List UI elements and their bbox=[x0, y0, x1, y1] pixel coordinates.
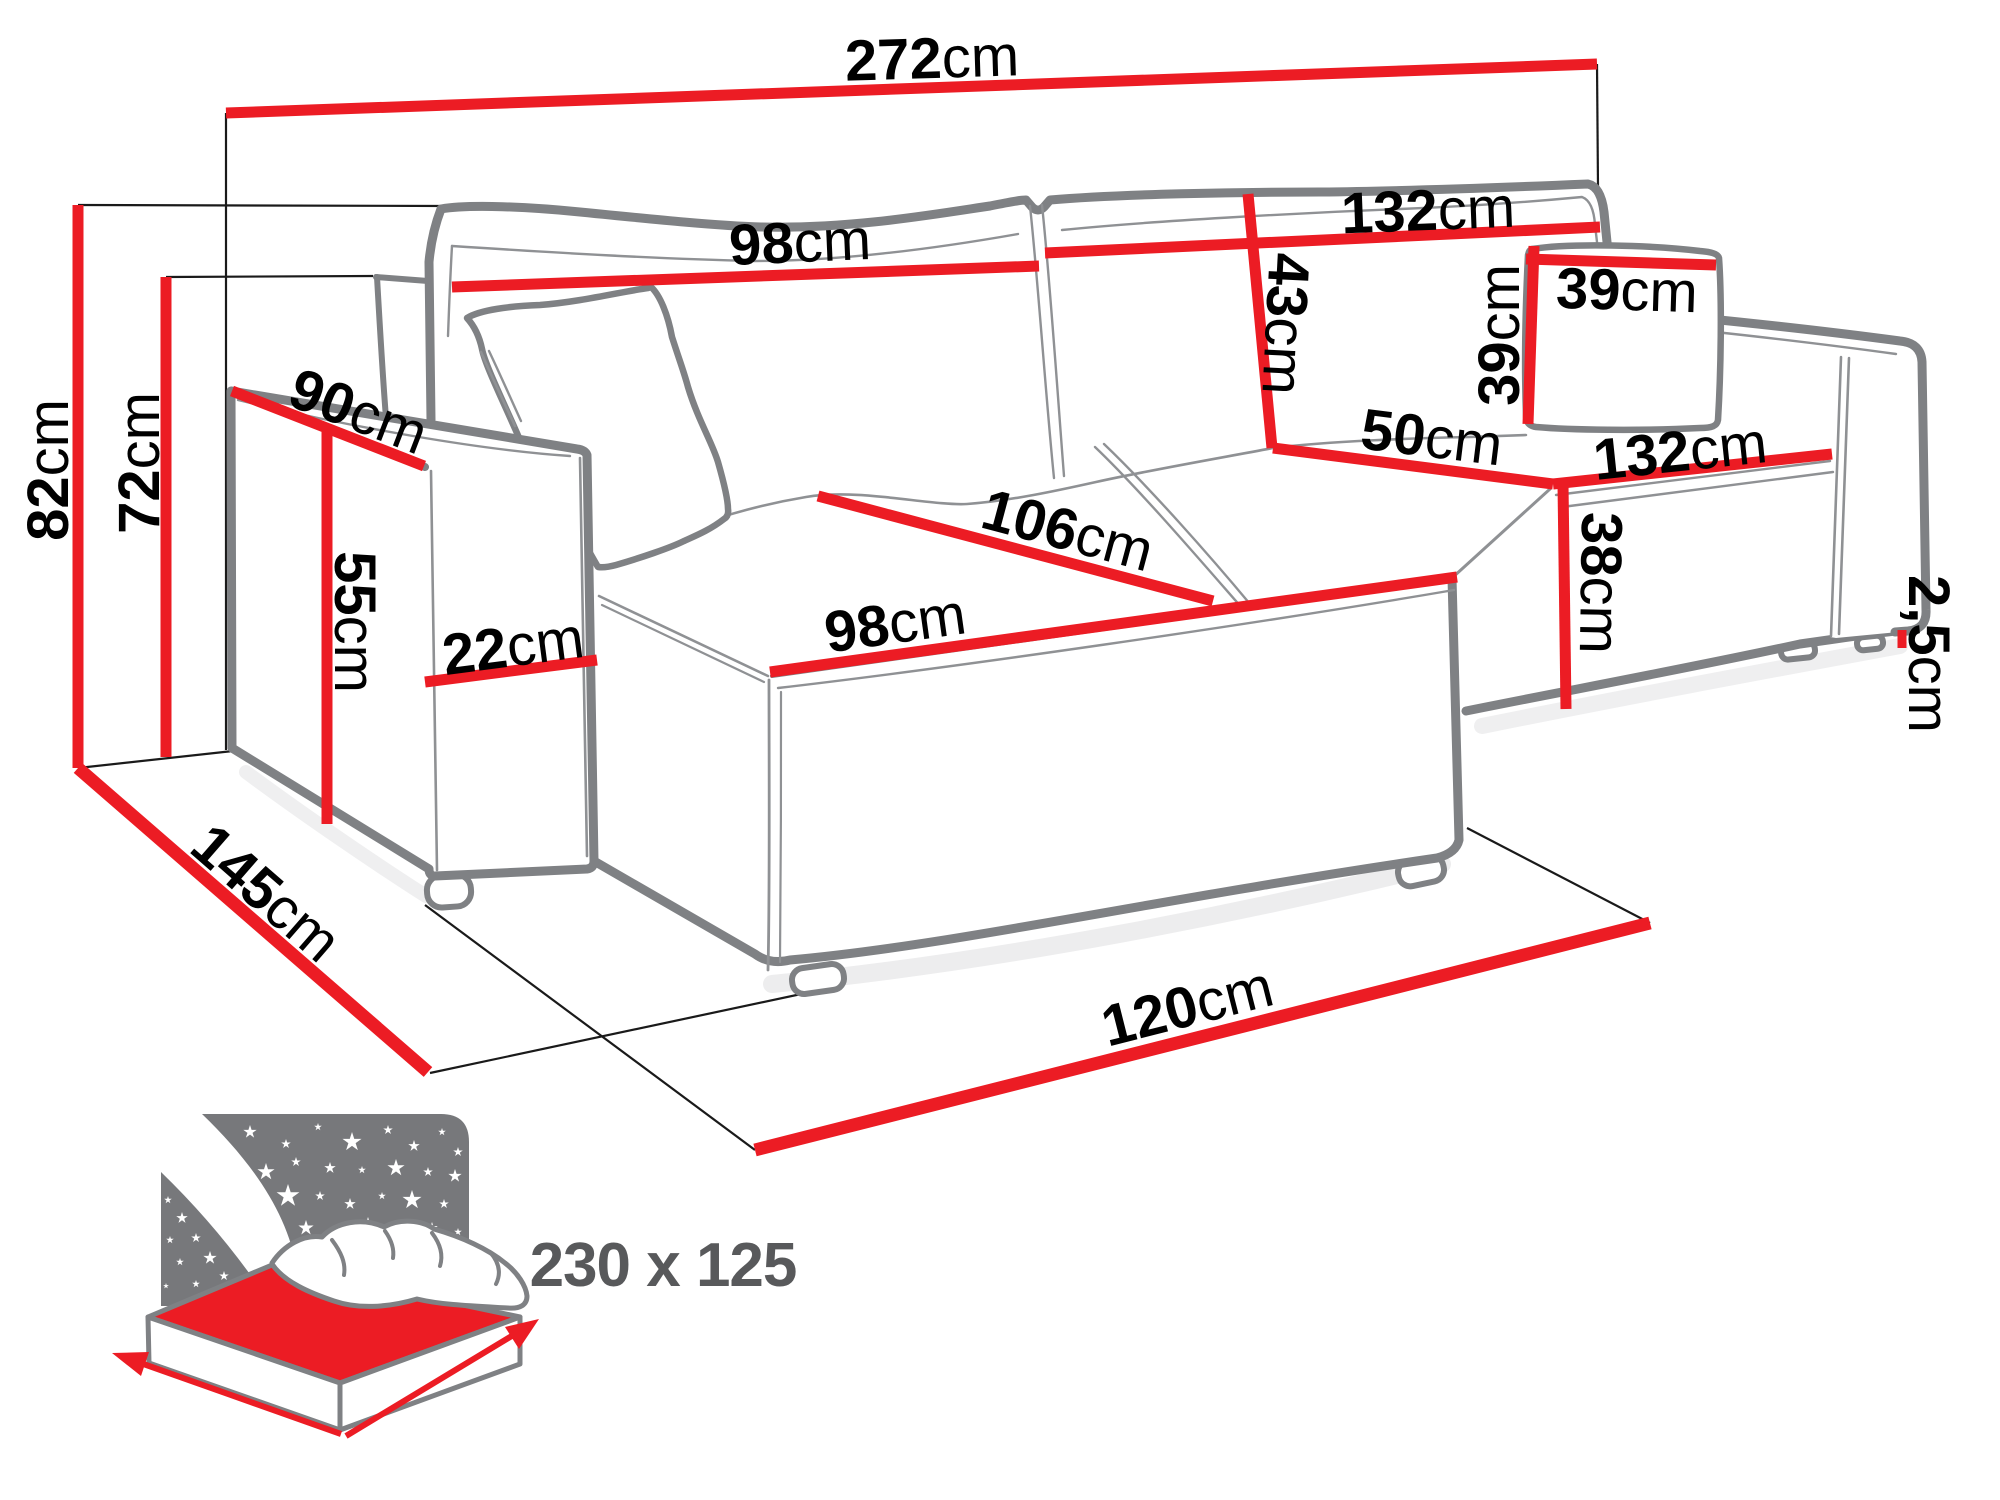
svg-text:2,5cm: 2,5cm bbox=[1896, 575, 1961, 733]
svg-text:82cm: 82cm bbox=[16, 399, 81, 541]
svg-text:39cm: 39cm bbox=[1555, 256, 1699, 325]
svg-text:132cm: 132cm bbox=[1340, 175, 1516, 247]
svg-text:38cm: 38cm bbox=[1567, 511, 1634, 654]
svg-text:39cm: 39cm bbox=[1467, 264, 1532, 406]
svg-text:55cm: 55cm bbox=[322, 551, 387, 693]
svg-text:50cm: 50cm bbox=[1357, 397, 1506, 479]
svg-text:22cm: 22cm bbox=[439, 605, 588, 688]
svg-text:98cm: 98cm bbox=[728, 207, 873, 278]
svg-text:72cm: 72cm bbox=[107, 392, 172, 534]
svg-text:132cm: 132cm bbox=[1590, 410, 1770, 493]
svg-text:98cm: 98cm bbox=[820, 581, 970, 665]
svg-text:43cm: 43cm bbox=[1249, 251, 1321, 396]
svg-text:272cm: 272cm bbox=[844, 23, 1020, 93]
svg-text:230 x 125: 230 x 125 bbox=[530, 1231, 797, 1300]
